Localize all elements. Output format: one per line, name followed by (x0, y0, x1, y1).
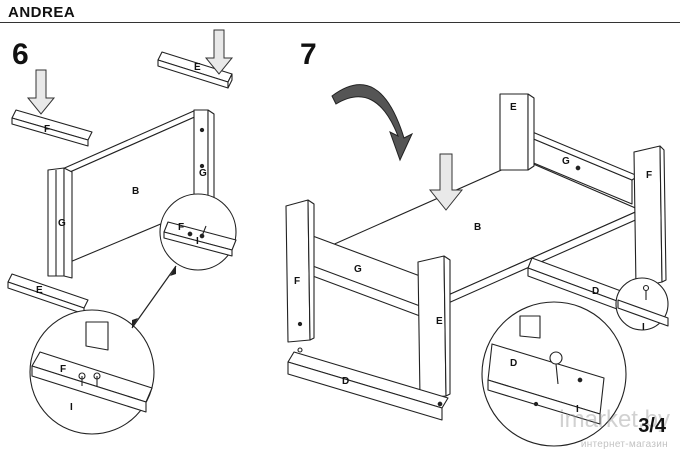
front-leg-f (285, 199, 315, 343)
label-b-tabletop: B (474, 222, 481, 233)
page-number: 3/4 (638, 415, 666, 437)
leg-g-left (47, 167, 73, 279)
label-e-back-leg: E (510, 102, 517, 113)
step6-drawing (7, 51, 237, 435)
step-number-6: 6 (12, 38, 29, 71)
detail-circle-large-7 (481, 301, 627, 447)
front-leg-e (417, 255, 451, 399)
label-f-detail-large: F (60, 364, 66, 375)
label-g-back-rail: G (562, 156, 570, 167)
step7-drawing (285, 93, 669, 447)
label-i-detail-7: I (576, 404, 579, 415)
detail-circle-large-6 (29, 309, 155, 435)
document-title: ANDREA (8, 4, 76, 21)
label-i-detail: I (196, 236, 199, 247)
detail-circle-small-6 (159, 193, 237, 271)
label-b-panel: B (132, 186, 139, 197)
label-i-detail-large: I (70, 402, 73, 413)
step-number-7: 7 (300, 38, 317, 71)
down-arrow-b (428, 153, 464, 211)
watermark-tagline: интернет-магазин (580, 439, 668, 450)
back-leg-e (499, 93, 535, 171)
label-f-left: F (44, 124, 50, 135)
watermark-brand: imarket.by (559, 406, 670, 433)
board-f-left (11, 109, 93, 147)
label-d-back-board: D (592, 286, 599, 297)
label-d-detail: D (510, 358, 517, 369)
label-e-top: E (194, 62, 201, 73)
detail-circle-small-7 (615, 277, 669, 331)
label-f-back-leg: F (646, 170, 652, 181)
down-arrow-e (204, 29, 234, 75)
board-e-bottom (7, 273, 89, 315)
label-e-front-leg: E (436, 316, 443, 327)
back-leg-f (633, 145, 667, 289)
label-g-right: G (199, 168, 207, 179)
down-arrow-f (26, 69, 56, 115)
label-g-left: G (58, 218, 66, 229)
label-i-small-detail: I (642, 322, 645, 333)
label-d-front-board: D (342, 376, 349, 387)
board-d-front (287, 347, 449, 421)
rotate-arrow (331, 84, 414, 162)
label-f-front-leg: F (294, 276, 300, 287)
label-g-front-rail: G (354, 264, 362, 275)
header-rule (0, 22, 680, 24)
board-e-top (157, 51, 233, 89)
label-f-detail: F (178, 222, 184, 233)
detail-link-arrow (131, 265, 177, 329)
label-e-bottom: E (36, 285, 43, 296)
